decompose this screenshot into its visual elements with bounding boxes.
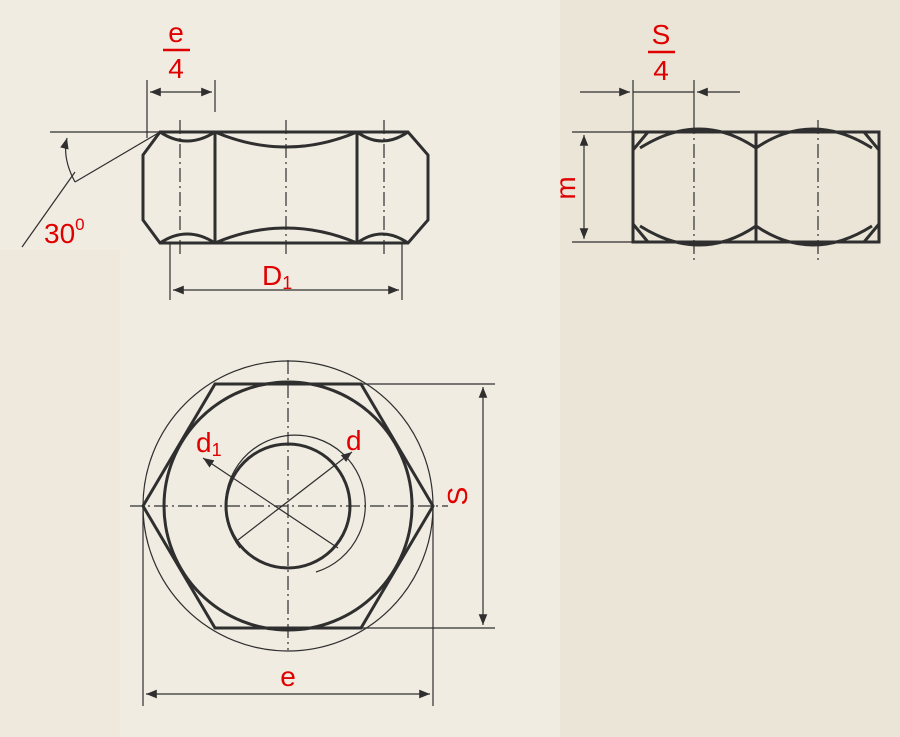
label-e: e [280, 661, 296, 692]
side-view [572, 80, 881, 262]
label-s-over-4-numerator: S [652, 19, 671, 50]
label-d1-subscript: 1 [212, 440, 222, 460]
label-D1-subscript: 1 [282, 273, 292, 293]
label-S: S [442, 487, 473, 506]
front-view [21, 80, 430, 300]
label-d: d [346, 425, 362, 456]
top-view [130, 360, 495, 706]
label-angle-superscript: 0 [75, 215, 84, 234]
label-angle: 300 [44, 215, 85, 249]
label-e-over-4-denominator: 4 [168, 53, 184, 84]
label-s-over-4-denominator: 4 [653, 55, 669, 86]
label-m: m [550, 176, 581, 199]
dimension-labels: e 4 300 D1 S 4 m d1 d S e [44, 17, 675, 692]
label-d1: d1 [196, 427, 222, 460]
label-e-over-4-numerator: e [168, 17, 184, 48]
label-D1: D1 [262, 260, 292, 293]
